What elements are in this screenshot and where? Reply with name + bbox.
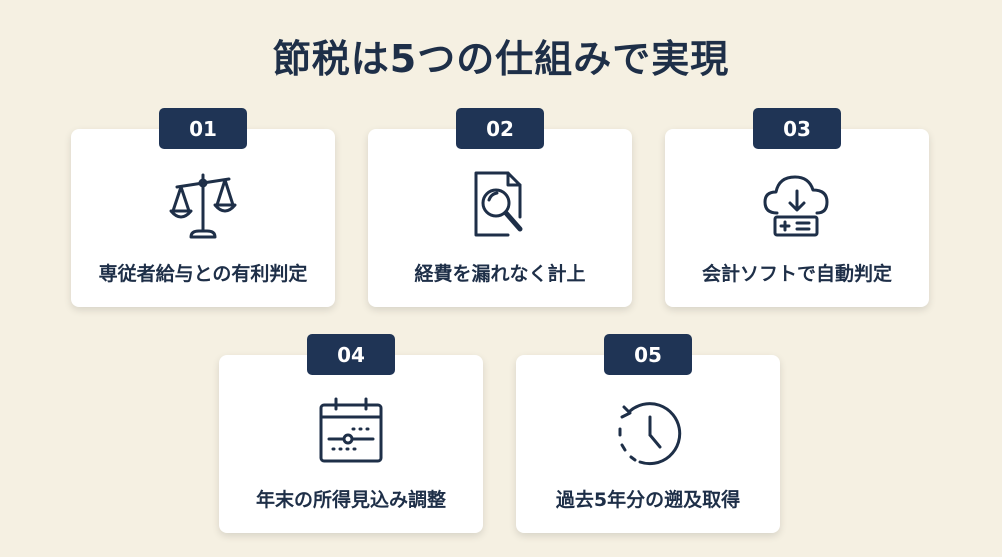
step-label: 会計ソフトで自動判定 bbox=[701, 263, 892, 285]
scales-icon bbox=[165, 169, 241, 245]
step-card-3: 03 会計ソフトで自動判定 bbox=[665, 108, 929, 307]
step-number-badge: 03 bbox=[753, 108, 841, 149]
step-label: 過去5年分の遡及取得 bbox=[555, 489, 741, 511]
step-label: 専従者給与との有利判定 bbox=[98, 263, 308, 285]
calendar-slider-icon bbox=[313, 395, 389, 471]
cloud-download-icon bbox=[759, 169, 835, 245]
step-label: 経費を漏れなく計上 bbox=[414, 263, 586, 285]
history-clock-icon bbox=[610, 395, 686, 471]
step-card-2: 02 経費を漏れなく計上 bbox=[368, 108, 632, 307]
step-card-1: 01 専従者給与との有利判定 bbox=[71, 108, 335, 307]
step-card-5: 05 過去5年分の遡及取得 bbox=[516, 334, 780, 533]
step-number-badge: 01 bbox=[159, 108, 247, 149]
step-number-badge: 04 bbox=[307, 334, 395, 375]
step-number-badge: 05 bbox=[604, 334, 692, 375]
step-label: 年末の所得見込み調整 bbox=[255, 489, 446, 511]
step-number-badge: 02 bbox=[456, 108, 544, 149]
page-title: 節税は5つの仕組みで実現 bbox=[272, 37, 730, 81]
step-card-4: 04 年末の所得見込み調整 bbox=[219, 334, 483, 533]
document-search-icon bbox=[462, 169, 538, 245]
